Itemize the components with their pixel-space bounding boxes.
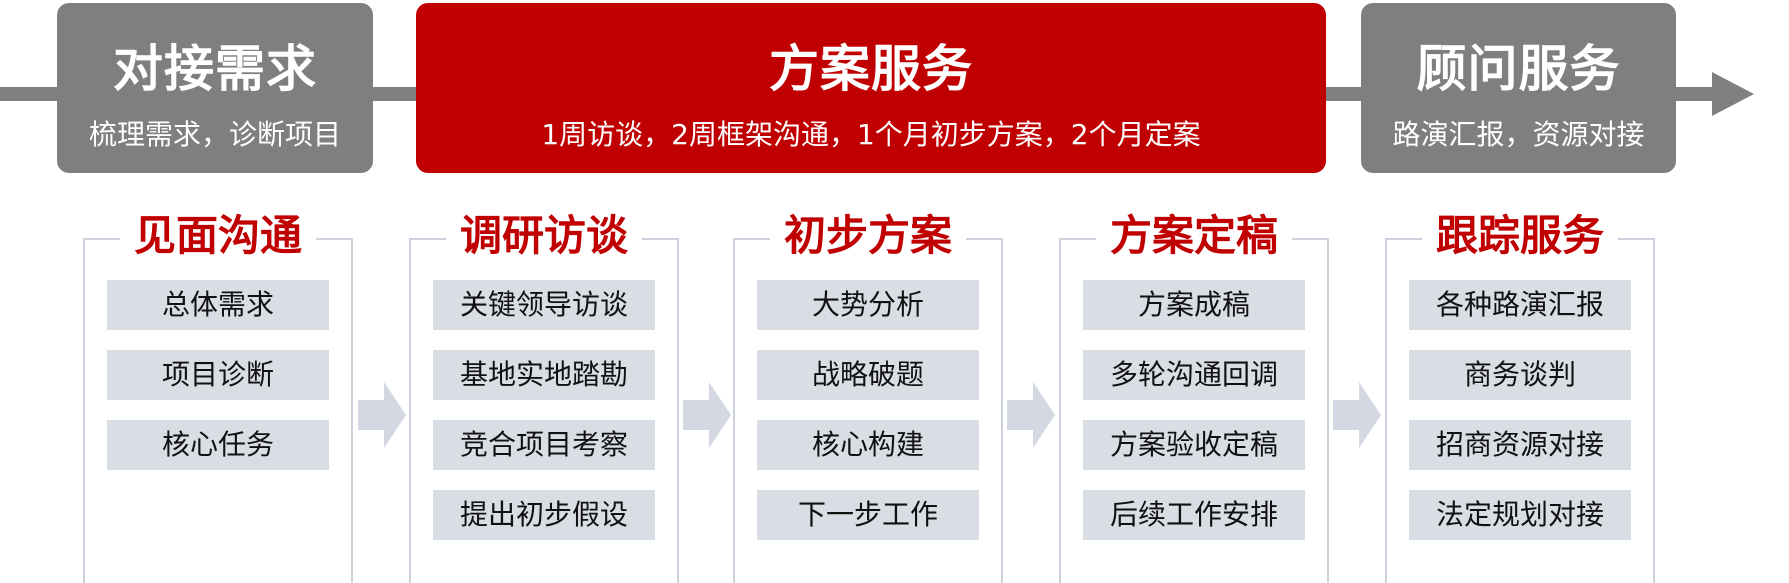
- step-item: 基地实地踏勘: [433, 350, 655, 400]
- chevron-arrow-right-icon: [1333, 382, 1381, 448]
- step-item-list: 总体需求 项目诊断 核心任务: [107, 280, 329, 490]
- phase-title: 顾问服务: [1416, 40, 1621, 98]
- phase-subtitle: 1周访谈，2周框架沟通，1个月初步方案，2个月定案: [541, 118, 1201, 151]
- phase-consulting: 顾问服务 路演汇报，资源对接: [1361, 3, 1676, 173]
- step-title: 初步方案: [769, 206, 967, 266]
- step-item: 法定规划对接: [1409, 490, 1631, 540]
- step-title: 方案定稿: [1095, 206, 1293, 266]
- step-draft-plan: 初步方案 大势分析 战略破题 核心构建 下一步工作: [733, 206, 1003, 583]
- step-title: 跟踪服务: [1421, 206, 1619, 266]
- step-item: 多轮沟通回调: [1083, 350, 1305, 400]
- step-item: 后续工作安排: [1083, 490, 1305, 540]
- step-item: 竞合项目考察: [433, 420, 655, 470]
- step-item: 关键领导访谈: [433, 280, 655, 330]
- step-follow-up: 跟踪服务 各种路演汇报 商务谈判 招商资源对接 法定规划对接: [1385, 206, 1655, 583]
- step-item: 招商资源对接: [1409, 420, 1631, 470]
- phase-requirement: 对接需求 梳理需求，诊断项目: [57, 3, 373, 173]
- step-item: 方案成稿: [1083, 280, 1305, 330]
- step-item: 项目诊断: [107, 350, 329, 400]
- step-item: 商务谈判: [1409, 350, 1631, 400]
- step-meeting: 见面沟通 总体需求 项目诊断 核心任务: [83, 206, 353, 583]
- step-item-list: 各种路演汇报 商务谈判 招商资源对接 法定规划对接: [1409, 280, 1631, 560]
- step-item: 下一步工作: [757, 490, 979, 540]
- step-research: 调研访谈 关键领导访谈 基地实地踏勘 竞合项目考察 提出初步假设: [409, 206, 679, 583]
- step-item-list: 关键领导访谈 基地实地踏勘 竞合项目考察 提出初步假设: [433, 280, 655, 560]
- timeline-arrow-icon: [1712, 72, 1754, 116]
- step-item: 战略破题: [757, 350, 979, 400]
- phase-title: 方案服务: [769, 40, 973, 98]
- step-item: 各种路演汇报: [1409, 280, 1631, 330]
- phase-solution: 方案服务 1周访谈，2周框架沟通，1个月初步方案，2个月定案: [416, 3, 1326, 173]
- chevron-arrow-right-icon: [358, 382, 406, 448]
- step-item: 核心任务: [107, 420, 329, 470]
- chevron-arrow-right-icon: [683, 382, 731, 448]
- step-title: 调研访谈: [445, 206, 643, 266]
- step-item: 总体需求: [107, 280, 329, 330]
- step-item: 提出初步假设: [433, 490, 655, 540]
- phase-subtitle: 路演汇报，资源对接: [1392, 118, 1645, 151]
- phase-title: 对接需求: [113, 40, 317, 98]
- step-item: 方案验收定稿: [1083, 420, 1305, 470]
- step-title: 见面沟通: [119, 206, 317, 266]
- chevron-arrow-right-icon: [1007, 382, 1055, 448]
- phase-subtitle: 梳理需求，诊断项目: [88, 118, 341, 151]
- step-item: 核心构建: [757, 420, 979, 470]
- step-item-list: 方案成稿 多轮沟通回调 方案验收定稿 后续工作安排: [1083, 280, 1305, 560]
- step-finalize: 方案定稿 方案成稿 多轮沟通回调 方案验收定稿 后续工作安排: [1059, 206, 1329, 583]
- step-item-list: 大势分析 战略破题 核心构建 下一步工作: [757, 280, 979, 560]
- step-item: 大势分析: [757, 280, 979, 330]
